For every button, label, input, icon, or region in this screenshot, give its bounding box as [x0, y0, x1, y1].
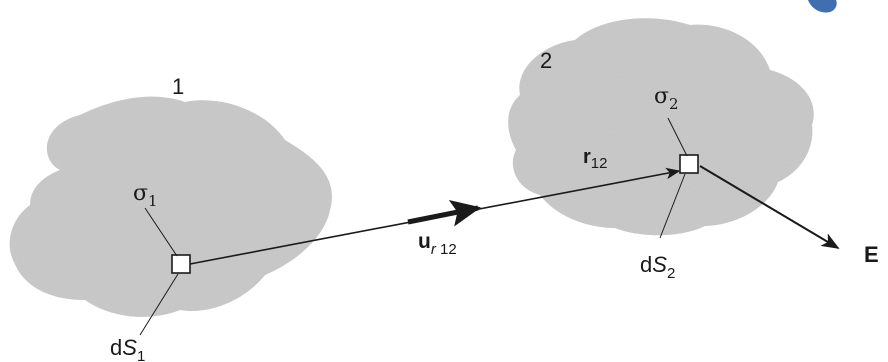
charge-distribution-2: [508, 18, 814, 236]
ds-2-prefix: d: [640, 252, 652, 277]
ds-1-prefix: d: [110, 335, 122, 360]
charge-1-number: 1: [172, 74, 184, 99]
field-vector-e: [699, 165, 840, 249]
u-r12-subscript-num: 12: [436, 241, 457, 258]
r12-label: r12: [583, 146, 607, 172]
charge-2-number: 2: [540, 48, 552, 73]
ds-2-var: S: [652, 252, 667, 277]
u-r12-symbol: u: [418, 230, 431, 253]
field-e-label: E: [864, 242, 879, 267]
surface-element-1: [171, 254, 191, 274]
u-r12-subscript-r: r: [431, 241, 437, 258]
ds2-leader: [659, 173, 686, 239]
top-fragment-shape: [808, 0, 837, 13]
r12-symbol: r: [583, 146, 591, 168]
sigma-2-symbol: σ: [654, 84, 669, 109]
sigma2-leader: [667, 117, 688, 157]
sigma-2-subscript: 2: [669, 95, 679, 113]
sigma-1-symbol: σ: [133, 181, 148, 206]
ds-2-subscript: 2: [667, 265, 675, 282]
ds-1-var: S: [122, 335, 137, 360]
u-r12-label: ur 12: [418, 230, 457, 258]
u-r12-unit-vector: [407, 200, 481, 227]
sigma-2-label: σ2: [654, 84, 679, 113]
ds-1-subscript: 1: [137, 348, 145, 362]
sigma-1-label: σ1: [133, 181, 158, 210]
ds1-leader: [139, 273, 179, 336]
charge-distribution-1: [9, 96, 332, 317]
ds-1-label: dS1: [110, 335, 145, 362]
surface-element-2: [679, 154, 699, 174]
r12-subscript: 12: [591, 155, 608, 172]
sigma1-leader: [144, 207, 178, 257]
sigma-1-subscript: 1: [148, 192, 158, 210]
ds-2-label: dS2: [640, 252, 675, 282]
